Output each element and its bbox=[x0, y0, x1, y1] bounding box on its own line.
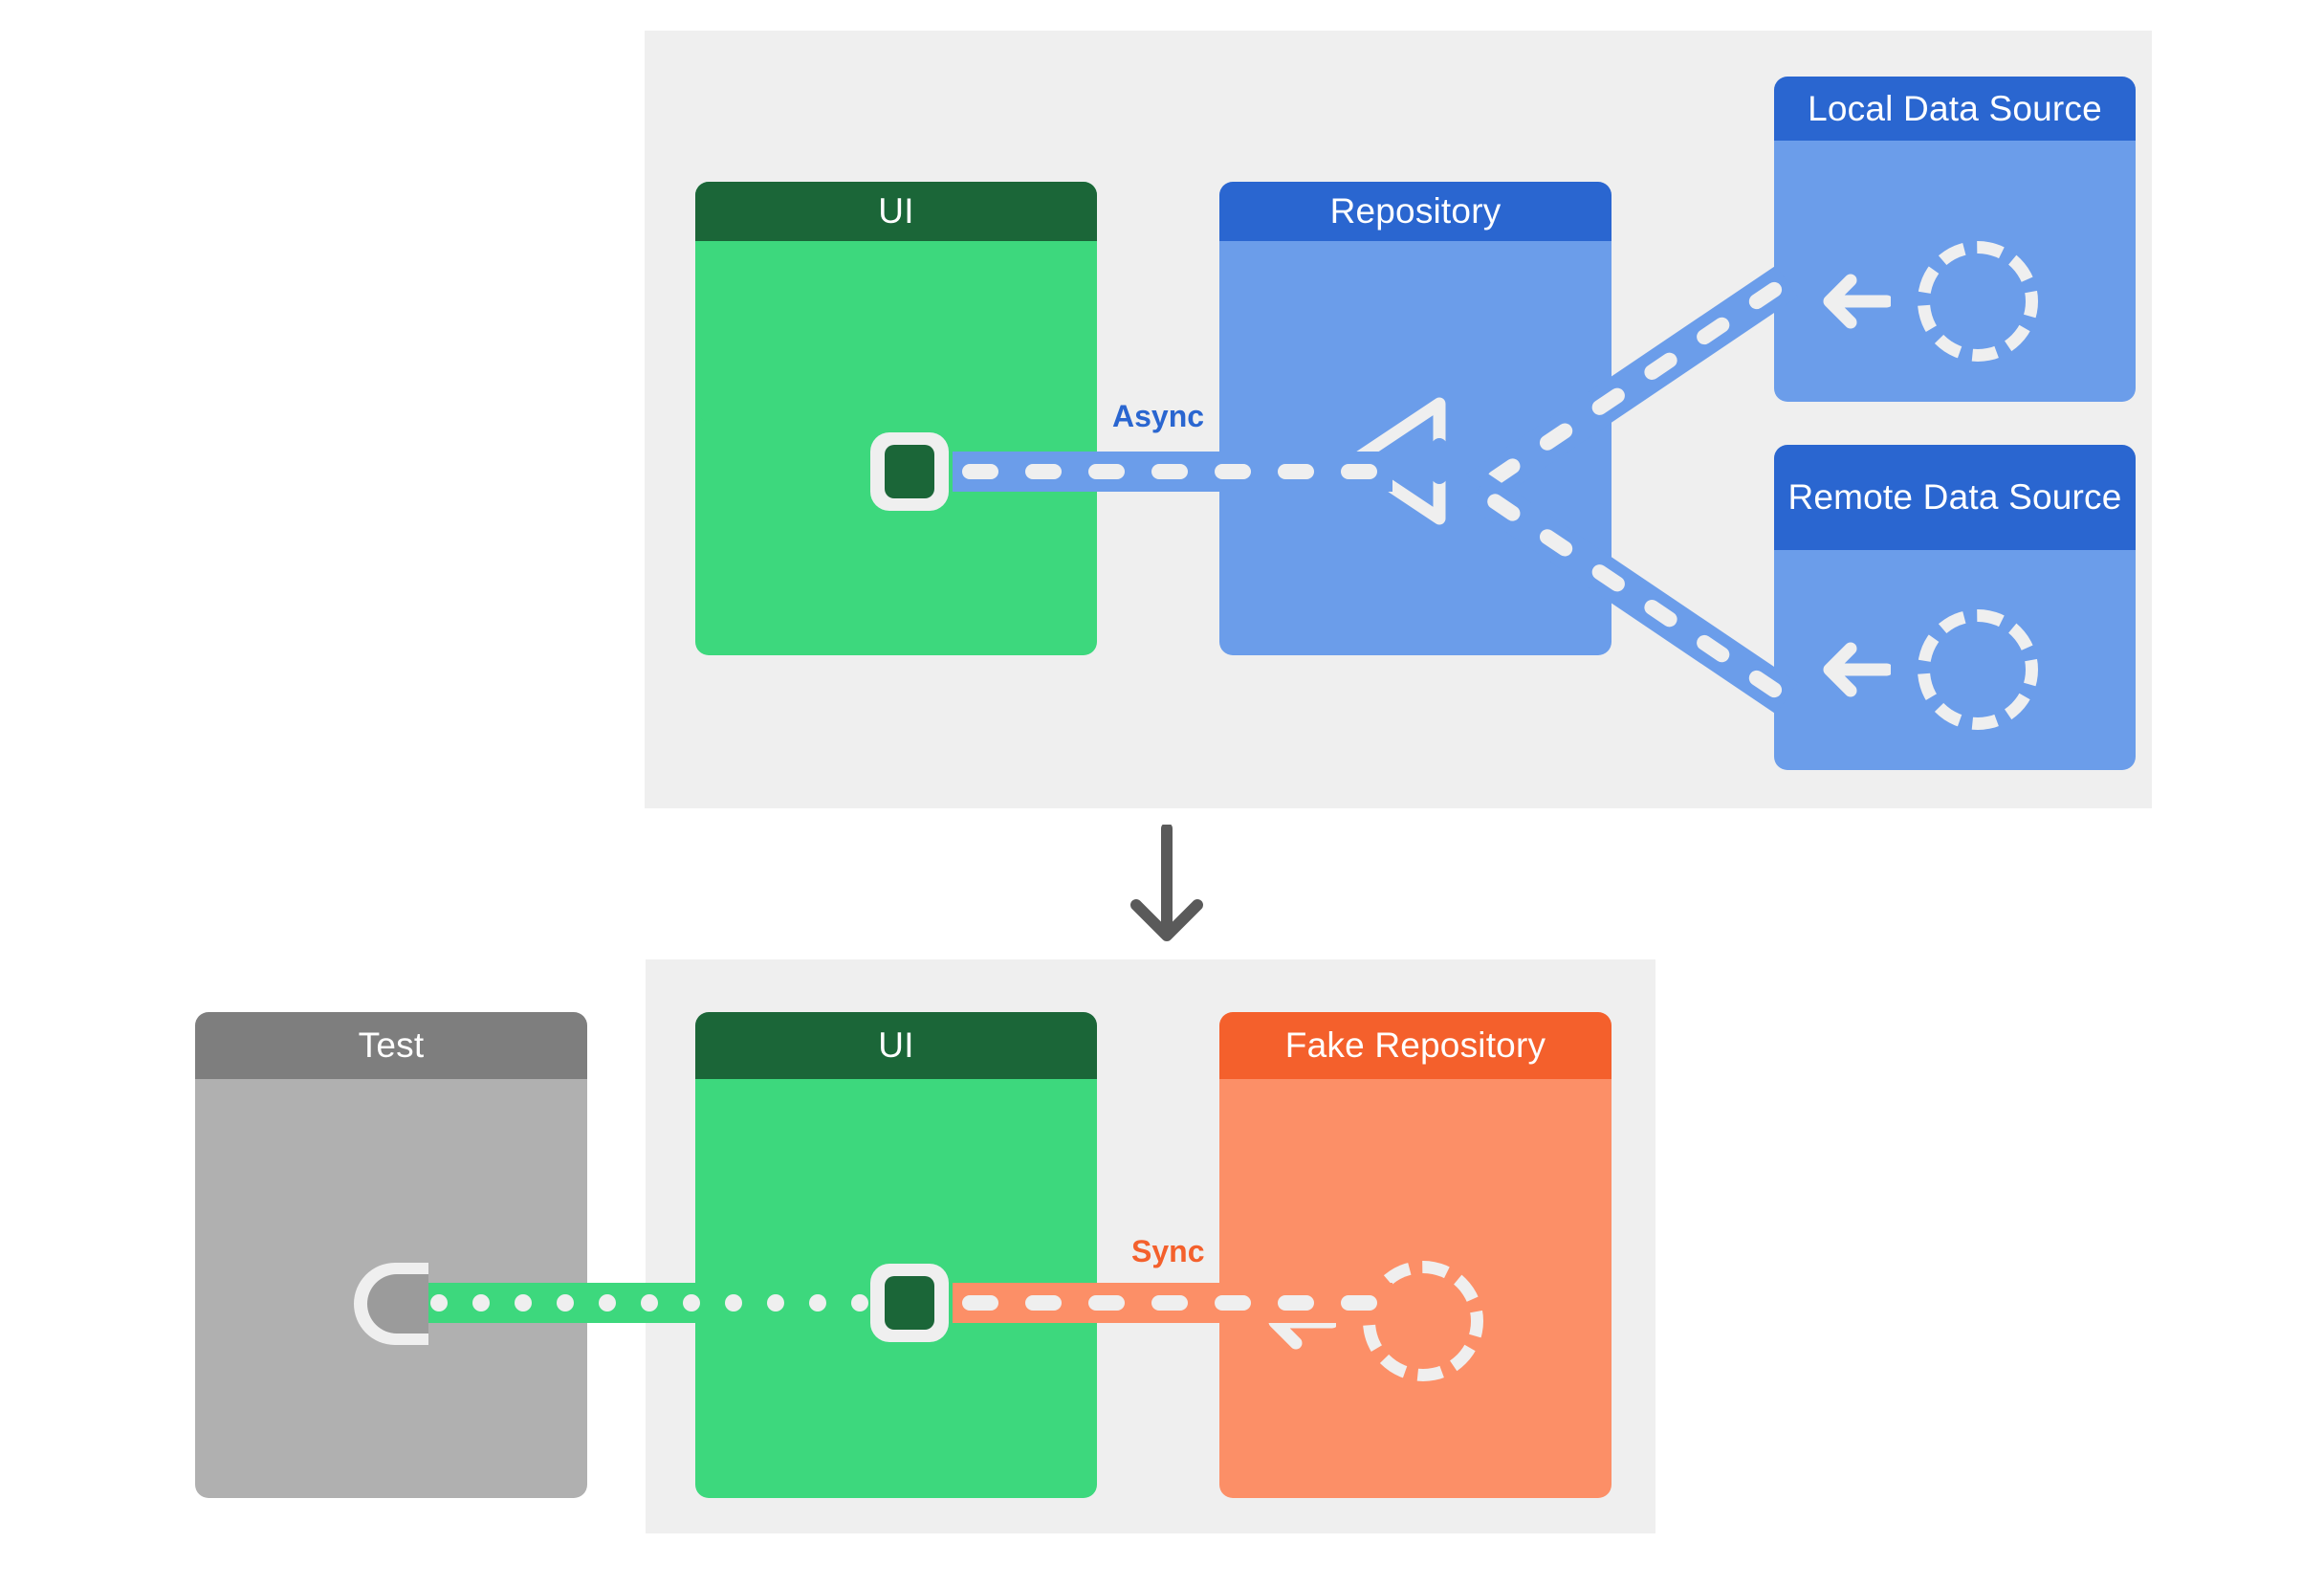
local-data-source-body bbox=[1774, 141, 2136, 402]
ui-box-top-title: UI bbox=[695, 182, 1097, 241]
dash-row bbox=[953, 464, 1392, 479]
remote-data-source-title: Remote Data Source bbox=[1774, 445, 2136, 550]
test-socket-icon bbox=[354, 1263, 428, 1345]
connector-ui-to-fake-repository bbox=[953, 1283, 1392, 1323]
dashed-circle-icon bbox=[1918, 241, 2038, 362]
dashed-circle-icon bbox=[1918, 609, 2038, 730]
play-triangle-icon bbox=[1347, 397, 1447, 525]
test-box[interactable]: Test bbox=[195, 1012, 587, 1498]
ui-box-top[interactable]: UI bbox=[695, 182, 1097, 421]
sync-label: Sync bbox=[1126, 1232, 1211, 1271]
local-data-source-box[interactable]: Local Data Source bbox=[1774, 77, 2136, 402]
connector-ui-to-repository bbox=[953, 452, 1392, 492]
async-label: Async bbox=[1107, 397, 1211, 436]
ui-box-bottom-title: UI bbox=[695, 1012, 1097, 1079]
ui-plug-icon bbox=[870, 1264, 949, 1342]
remote-data-source-body bbox=[1774, 550, 2136, 770]
dot-row bbox=[421, 1294, 918, 1311]
fake-repository-box[interactable]: Fake Repository bbox=[1219, 1012, 1611, 1498]
test-box-title: Test bbox=[195, 1012, 587, 1079]
dash-row bbox=[953, 1295, 1392, 1311]
remote-data-source-box[interactable]: Remote Data Source bbox=[1774, 445, 2136, 770]
ui-box-bottom[interactable]: UI bbox=[695, 1012, 1097, 1498]
flow-down-arrow-icon bbox=[1130, 825, 1203, 941]
ui-box-top-body bbox=[695, 241, 1097, 421]
connector-test-to-ui bbox=[421, 1283, 918, 1323]
arrow-left-icon bbox=[1823, 274, 1891, 329]
local-data-source-title: Local Data Source bbox=[1774, 77, 2136, 141]
repository-box-title: Repository bbox=[1219, 182, 1611, 241]
arrow-left-icon bbox=[1823, 642, 1891, 697]
fake-repository-title: Fake Repository bbox=[1219, 1012, 1611, 1079]
ui-plug-icon bbox=[870, 432, 949, 511]
